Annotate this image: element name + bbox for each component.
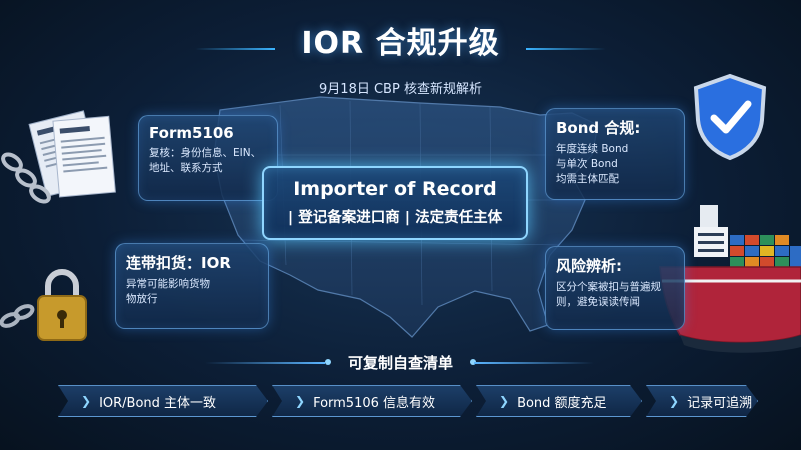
- checklist-steps: ❯ IOR/Bond 主体一致 ❯ Form5106 信息有效 ❯ Bond 额…: [58, 385, 758, 419]
- chevron-right-icon: ❯: [499, 394, 510, 408]
- cargo-ship-icon: [659, 205, 801, 353]
- checklist-dot-right: [470, 359, 476, 365]
- checklist-step: ❯ Bond 额度充足: [476, 385, 642, 417]
- bond-card-title: Bond 合规:: [556, 119, 641, 137]
- bond-card-line1: 年度连续 Bond: [556, 143, 629, 155]
- risk-card-line2: 则，避免误读传闻: [556, 296, 640, 308]
- checklist-step: ❯ Form5106 信息有效: [272, 385, 472, 417]
- page-subtitle: 9月18日 CBP 核查新规解析: [319, 82, 482, 97]
- center-title-en: Importer of Record: [293, 178, 497, 200]
- center-title-cn: | 登记备案进口商 | 法定责任主体: [287, 210, 503, 226]
- chevron-right-icon: ❯: [81, 394, 92, 408]
- checklist-title: 可复制自查清单: [347, 354, 453, 372]
- form5106-card: Form5106 复核：身份信息、EIN、 地址、联系方式: [138, 115, 278, 201]
- joint-hold-card-title: 连带扣货：IOR: [126, 254, 231, 272]
- checklist-step-label: Bond 额度充足: [517, 395, 607, 411]
- checklist-divider-right: [474, 362, 594, 364]
- documents-icon: [28, 110, 116, 198]
- checklist-step-label: 记录可追溯: [687, 395, 753, 411]
- joint-hold-card-line2: 物放行: [126, 293, 158, 305]
- importer-of-record-box: Importer of Record | 登记备案进口商 | 法定责任主体: [262, 166, 528, 240]
- checklist-dot-left: [325, 359, 331, 365]
- bond-card-line2: 与单次 Bond: [556, 158, 618, 170]
- checklist-divider-left: [205, 362, 325, 364]
- risk-card: 风险辨析: 区分个案被扣与普遍规 则，避免误读传闻: [545, 246, 685, 330]
- page-title: IOR 合规升级: [301, 26, 500, 61]
- bond-card: Bond 合规: 年度连续 Bond 与单次 Bond 均需主体匹配: [545, 108, 685, 200]
- joint-hold-card: 连带扣货：IOR 异常可能影响货物 物放行: [115, 243, 269, 329]
- chain-icon: [1, 152, 51, 204]
- checklist-step: ❯ IOR/Bond 主体一致: [58, 385, 268, 417]
- risk-card-line1: 区分个案被扣与普遍规: [556, 281, 661, 293]
- bond-card-line3: 均需主体匹配: [556, 173, 619, 185]
- chevron-right-icon: ❯: [295, 394, 306, 408]
- form5106-card-line1: 复核：身份信息、EIN、: [149, 147, 262, 159]
- chevron-right-icon: ❯: [669, 394, 680, 408]
- title-divider-left: [195, 48, 275, 50]
- joint-hold-card-line1: 异常可能影响货物: [126, 278, 210, 290]
- checklist-step: ❯ 记录可追溯: [646, 385, 758, 417]
- padlock-icon: [0, 269, 87, 341]
- risk-card-title: 风险辨析:: [556, 257, 622, 275]
- shield-check-icon: [693, 73, 767, 161]
- form5106-card-title: Form5106: [149, 124, 234, 142]
- checklist-step-label: IOR/Bond 主体一致: [99, 395, 217, 411]
- checklist-step-label: Form5106 信息有效: [313, 395, 436, 411]
- title-bar: IOR 合规升级: [0, 18, 801, 62]
- form5106-card-line2: 地址、联系方式: [149, 162, 223, 174]
